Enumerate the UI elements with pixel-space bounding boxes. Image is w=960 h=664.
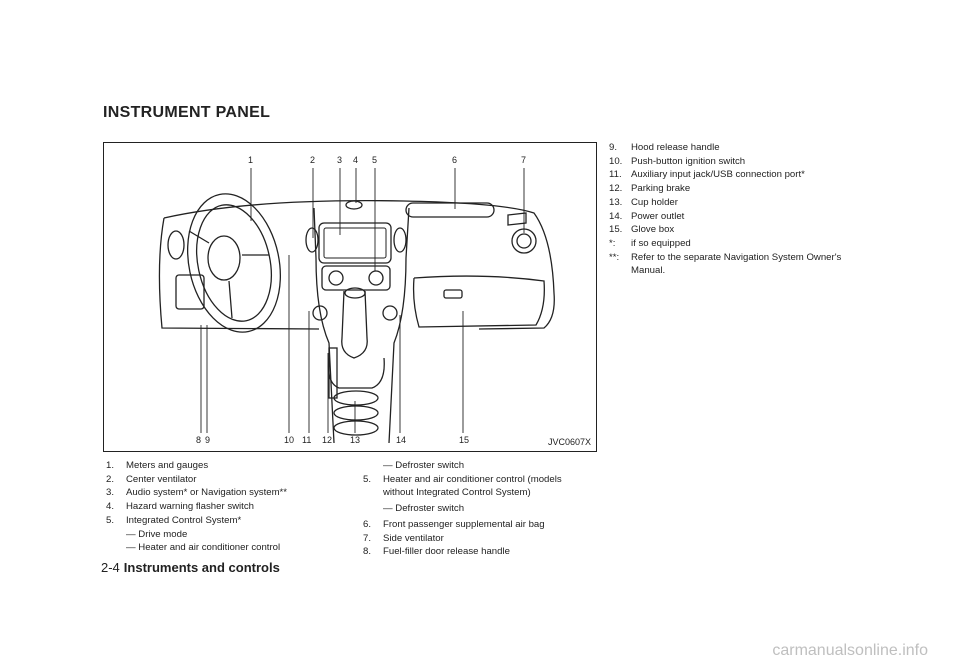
legend-column-2: — Defroster switch 5.Heater and air cond…	[363, 459, 589, 559]
section-title: Instruments and controls	[123, 560, 280, 575]
list-subitem: — Heater and air conditioner control	[126, 542, 281, 554]
callout-2: 2	[310, 155, 315, 165]
list-item: 5.Integrated Control System*	[106, 514, 242, 526]
watermark: carmanualsonline.info	[772, 642, 928, 659]
list-item: 4.Hazard warning flasher switch	[106, 501, 254, 513]
list-item: *:if so equipped	[609, 237, 691, 249]
list-item: 8.Fuel-filler door release handle	[363, 546, 510, 558]
list-item: 14.Power outlet	[609, 210, 685, 222]
list-item: 3.Audio system* or Navigation system**	[106, 487, 288, 499]
list-subitem: — Drive mode	[126, 528, 188, 540]
list-item: **:Refer to the separate Navigation Syst…	[609, 251, 842, 277]
callout-13: 13	[350, 435, 360, 445]
callout-7: 7	[521, 155, 526, 165]
list-subitem: — Defroster switch	[383, 460, 465, 471]
callout-11: 11	[302, 435, 311, 445]
list-subitem: — Defroster switch	[383, 503, 465, 515]
instrument-panel-illustration: 1 2 3 4 5 6 7 8 9 10 11 12 13 14 15	[158, 155, 555, 445]
list-item: 7.Side ventilator	[363, 532, 444, 544]
callout-4: 4	[353, 155, 358, 165]
callout-10: 10	[284, 435, 294, 445]
instrument-panel-figure: 1 2 3 4 5 6 7 8 9 10 11 12 13 14 15 JVC0…	[103, 142, 597, 452]
callout-6: 6	[452, 155, 457, 165]
list-item: 13.Cup holder	[609, 196, 678, 208]
figure-code: JVC0607X	[547, 437, 591, 447]
list-item: 2.Center ventilator	[106, 473, 197, 485]
legend-column-1: 1.Meters and gauges 2.Center ventilator …	[106, 459, 326, 555]
callout-9: 9	[205, 435, 210, 445]
legend-column-3: 9.Hood release handle 10.Push-button ign…	[609, 141, 855, 278]
page-number: 2-4	[101, 560, 120, 575]
callout-15: 15	[459, 435, 469, 445]
list-item: 1.Meters and gauges	[106, 460, 209, 471]
callout-8: 8	[196, 435, 201, 445]
list-item: 12.Parking brake	[609, 183, 691, 195]
list-item: 11.Auxiliary input jack/USB connection p…	[609, 169, 805, 181]
callout-1: 1	[248, 155, 253, 165]
callout-14: 14	[396, 435, 406, 445]
callout-12: 12	[322, 435, 332, 445]
callout-3: 3	[337, 155, 342, 165]
list-item: 9.Hood release handle	[609, 142, 720, 153]
page-title: INSTRUMENT PANEL	[103, 104, 271, 121]
callout-5: 5	[372, 155, 377, 165]
list-item: 6.Front passenger supplemental air bag	[363, 518, 545, 530]
list-item: 15.Glove box	[609, 224, 675, 236]
list-item: 10.Push-button ignition switch	[609, 155, 746, 167]
list-item: 5.Heater and air conditioner control (mo…	[363, 473, 562, 499]
